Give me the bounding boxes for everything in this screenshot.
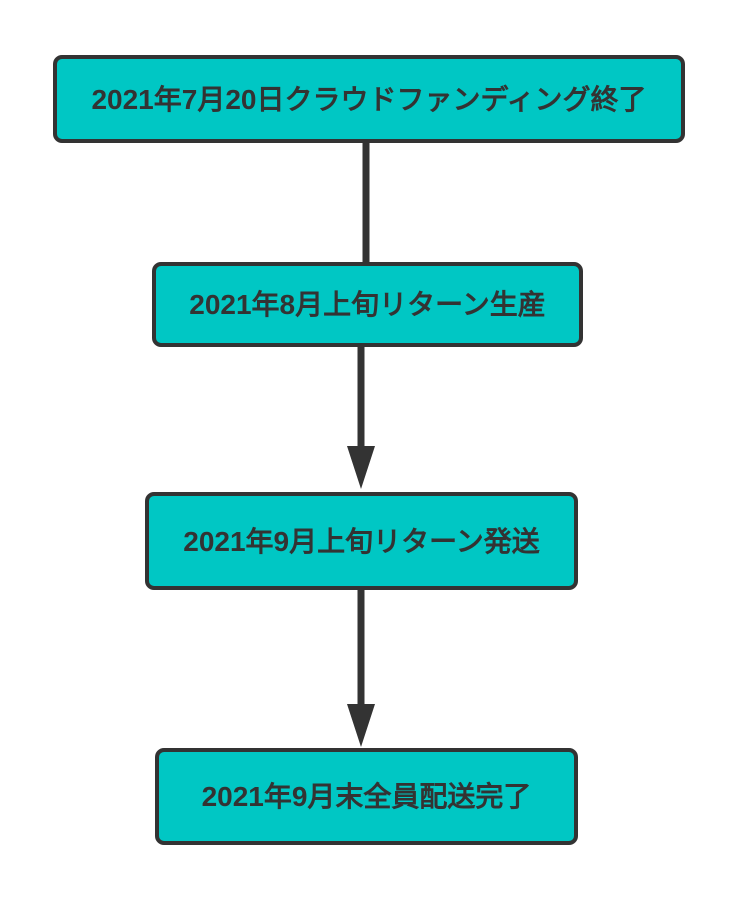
flow-node-delivery-complete: 2021年9月末全員配送完了 (155, 748, 578, 845)
flow-node-label: 2021年9月上旬リターン発送 (183, 525, 540, 557)
arrowhead-down-icon (347, 446, 375, 489)
arrowhead-down-icon (347, 704, 375, 747)
flow-node-crowdfunding-end: 2021年7月20日クラウドファンディング終了 (53, 55, 685, 143)
flow-node-return-shipping: 2021年9月上旬リターン発送 (145, 492, 578, 590)
flow-node-label: 2021年7月20日クラウドファンディング終了 (91, 83, 647, 115)
flow-node-label: 2021年8月上旬リターン生産 (189, 289, 546, 320)
flow-node-label: 2021年9月末全員配送完了 (201, 781, 532, 812)
flow-node-return-production: 2021年8月上旬リターン生産 (152, 262, 583, 347)
